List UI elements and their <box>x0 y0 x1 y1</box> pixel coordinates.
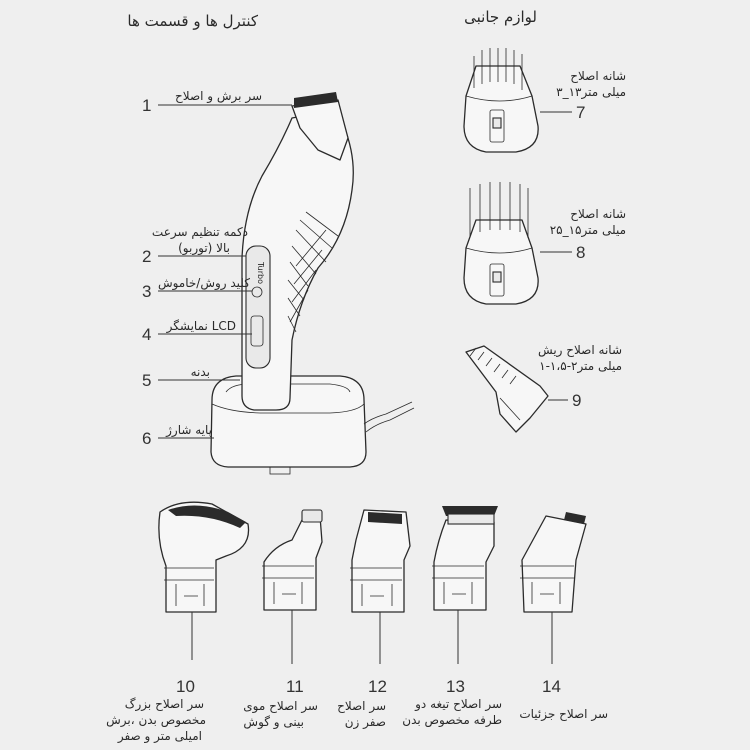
part-label-6: پایه شارژ <box>165 423 212 438</box>
turbo-text: Turbo <box>256 261 265 284</box>
head-number-11: 11 <box>286 677 304 696</box>
head-label-12-line2: صفر زن <box>345 715 386 730</box>
accessory-number-8: 8 <box>576 243 585 262</box>
power-cable-edge <box>365 407 415 433</box>
accessory-label-8-line2: ۲۵_۱۵میلی متر <box>550 223 626 238</box>
head-number-12: 12 <box>368 677 387 696</box>
power-cable <box>363 401 413 425</box>
accessory-label-8-line1: شانه اصلاح <box>570 207 626 221</box>
head-label-10-line1: سر اصلاح بزرگ <box>125 697 204 712</box>
head-number-10: 10 <box>176 677 195 696</box>
heading-accessories: لوازم جانبی <box>464 8 537 26</box>
part-number-6: 6 <box>142 429 151 448</box>
part-number-4: 4 <box>142 325 151 344</box>
trimmer-illustration: Turbo <box>210 92 415 475</box>
grip-hatching <box>287 211 339 333</box>
accessory-label-9-line2: ۱-۱،۵-۲میلی متر <box>539 359 622 374</box>
base-foot <box>269 466 291 475</box>
head-number-13: 13 <box>446 677 465 696</box>
blade-teeth <box>294 92 338 108</box>
head-label-13-line2: طرفه مخصوص بدن <box>402 713 502 728</box>
part-number-5: 5 <box>142 371 151 390</box>
part-number-3: 3 <box>142 282 151 301</box>
head-number-14: 14 <box>542 677 561 696</box>
part-label-1: سر برش و اصلاح <box>175 89 262 104</box>
head-label-14: سر اصلاح جزئیات <box>519 707 608 722</box>
base-edge <box>211 403 365 414</box>
head-13-illustration <box>432 506 498 611</box>
accessory-number-9: 9 <box>572 391 581 410</box>
accessory-label-7-line2: ۳_۱۳میلی متر <box>556 85 626 100</box>
head-label-12-line1: سر اصلاح <box>337 699 386 714</box>
part-label-5: بدنه <box>191 365 210 379</box>
part-number-2: 2 <box>142 247 151 266</box>
accessory-number-7: 7 <box>576 103 585 122</box>
head-12-illustration <box>350 509 411 613</box>
head-14-illustration <box>520 512 587 613</box>
head-11-illustration <box>262 509 323 611</box>
part-number-1: 1 <box>142 96 151 115</box>
accessory-label-9-line1: شانه اصلاح ریش <box>538 343 622 358</box>
part-label-3: کلید روش/خاموش <box>158 276 250 291</box>
cutting-head-shape <box>291 99 349 161</box>
head-label-11-line2: بینی و گوش <box>243 715 304 730</box>
part-label-2-line2: بالا (توربو) <box>178 241 230 256</box>
head-label-13-line1: سر اصلاح تیغه دو <box>414 697 502 712</box>
head-label-10-line2: مخصوص بدن ،برش <box>106 713 206 728</box>
head-label-11-line1: سر اصلاح موی <box>243 699 318 714</box>
heading-controls: کنترل ها و قسمت ها <box>127 12 258 30</box>
head-label-10-line3: امیلی متر و صفر <box>117 729 202 744</box>
power-button-shape <box>251 286 263 298</box>
lcd-shape <box>250 315 264 347</box>
comb-9-illustration <box>465 345 549 433</box>
control-panel <box>245 245 271 369</box>
part-label-4: نمایشگر LCD <box>166 319 236 334</box>
comb-7-illustration <box>463 48 539 153</box>
leader-lines-main <box>158 104 292 439</box>
comb-8-illustration <box>463 182 539 305</box>
head-10-illustration <box>158 501 250 613</box>
part-label-2-line1: دکمه تنظیم سرعت <box>152 225 248 240</box>
accessory-label-7-line1: شانه اصلاح <box>570 69 626 83</box>
